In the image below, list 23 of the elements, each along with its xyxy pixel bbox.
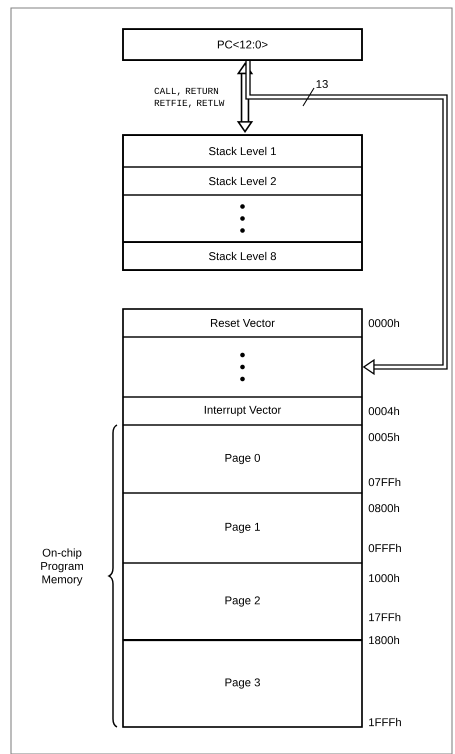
- node-label: Stack Level 8: [209, 252, 276, 260]
- stack-cell: Stack Level 2: [122, 166, 363, 196]
- bus-arrow: [245, 60, 448, 376]
- memory-cell: Interrupt Vector: [122, 396, 363, 426]
- address-label: 1000h: [369, 574, 400, 582]
- memory-label: On-chip Program Memory: [41, 548, 83, 586]
- edge-label: 13: [316, 80, 328, 88]
- address-label: 07FFh: [368, 478, 400, 486]
- address-label: 0000h: [368, 318, 400, 328]
- edge-label: CALL, RETURN RETFIE, RETLW: [154, 88, 224, 108]
- register-box: PC<12:0>: [122, 28, 363, 61]
- address-label: 0004h: [368, 406, 400, 416]
- memory-cell: Page 2: [122, 562, 363, 641]
- node-label: Stack Level 1: [209, 146, 276, 156]
- memory-cell: Page 0: [122, 424, 363, 494]
- memory-cell: Page 1: [122, 492, 363, 564]
- node-label: Reset Vector: [210, 319, 275, 327]
- address-label: 0005h: [368, 432, 400, 442]
- address-label: 0FFFh: [368, 544, 401, 552]
- address-label: 17FFh: [369, 612, 400, 622]
- address-label: 1800h: [369, 636, 400, 644]
- address-label: 0800h: [368, 504, 400, 512]
- node-label: Page 3: [225, 678, 260, 689]
